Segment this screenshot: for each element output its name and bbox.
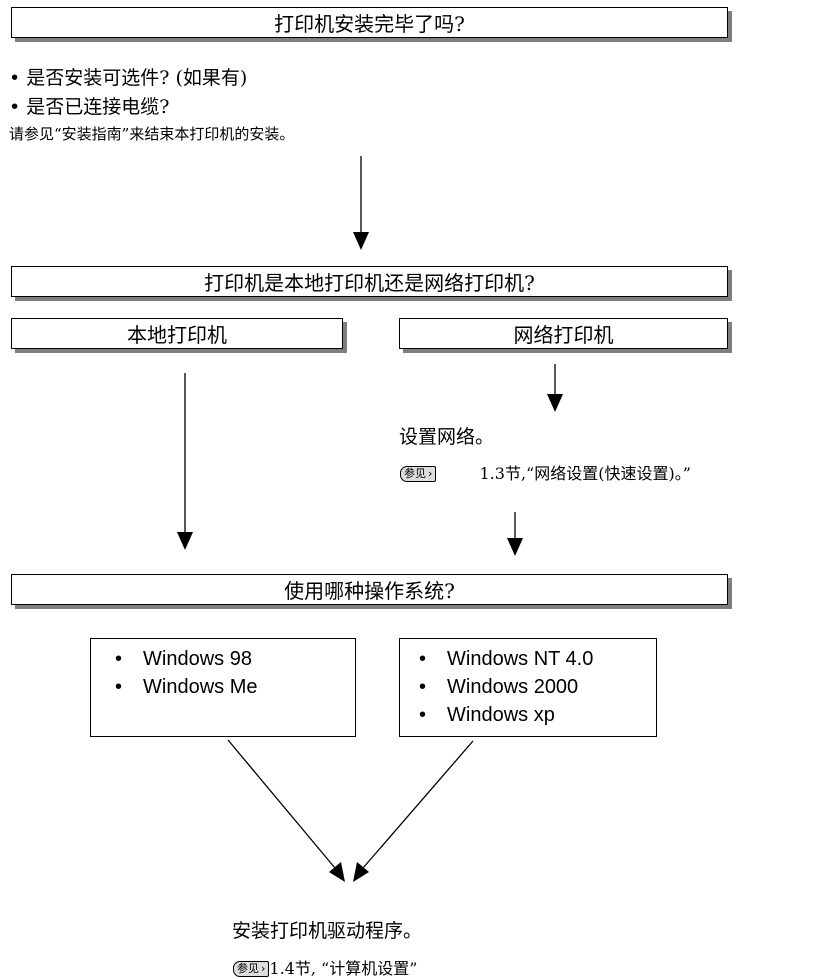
question-installed-title: 打印机安装完毕了吗? bbox=[274, 12, 465, 36]
computer-setup-reference-text: 1.4节, “计算机设置” bbox=[269, 959, 418, 978]
arrow-setup-to-q3 bbox=[507, 512, 523, 556]
os-item-windows-2000: Windows 2000 bbox=[419, 673, 656, 701]
question-os-box: 使用哪种操作系统? bbox=[11, 574, 728, 605]
arrow-winnt-to-driver bbox=[353, 740, 474, 882]
network-printer-label: 网络打印机 bbox=[513, 323, 614, 347]
reference-icon: 参见 bbox=[400, 466, 437, 482]
network-setup-reference: 参见 1.3节,“网络设置(快速设置)。” bbox=[400, 460, 691, 484]
os-group-win9x-box: Windows 98 Windows Me bbox=[90, 638, 356, 737]
os-item-windows-me: Windows Me bbox=[115, 673, 355, 701]
reference-icon: 参见 bbox=[233, 961, 270, 977]
os-item-windows-nt: Windows NT 4.0 bbox=[419, 645, 656, 673]
check-options-installed: 是否安装可选件? (如果有) bbox=[9, 63, 247, 90]
arrow-q1-to-q2 bbox=[353, 156, 369, 250]
os-item-windows-xp: Windows xp bbox=[419, 701, 656, 729]
local-printer-label: 本地打印机 bbox=[127, 323, 227, 347]
question-printer-type-title: 打印机是本地打印机还是网络打印机? bbox=[204, 271, 535, 295]
question-os-title: 使用哪种操作系统? bbox=[284, 579, 455, 603]
network-printer-box: 网络打印机 bbox=[399, 318, 728, 349]
os-group-winnt-box: Windows NT 4.0 Windows 2000 Windows xp bbox=[399, 638, 657, 737]
network-setup-reference-text: 1.3节,“网络设置(快速设置)。” bbox=[479, 464, 691, 483]
check-cable-connected: 是否已连接电缆? bbox=[9, 92, 169, 119]
computer-setup-reference: 参见1.4节, “计算机设置” bbox=[233, 955, 417, 979]
os-item-windows-98: Windows 98 bbox=[115, 645, 355, 673]
question-printer-type-box: 打印机是本地打印机还是网络打印机? bbox=[11, 266, 728, 297]
arrow-local-down bbox=[177, 373, 193, 550]
arrow-win9x-to-driver bbox=[227, 739, 345, 882]
install-driver-text: 安装打印机驱动程序。 bbox=[232, 920, 423, 942]
installation-guide-note: 请参见“安装指南”来结束本打印机的安装。 bbox=[9, 125, 295, 143]
arrow-network-to-setup bbox=[547, 364, 563, 412]
network-setup-text: 设置网络。 bbox=[399, 426, 495, 448]
local-printer-box: 本地打印机 bbox=[11, 318, 343, 349]
question-installed-box: 打印机安装完毕了吗? bbox=[11, 7, 728, 38]
